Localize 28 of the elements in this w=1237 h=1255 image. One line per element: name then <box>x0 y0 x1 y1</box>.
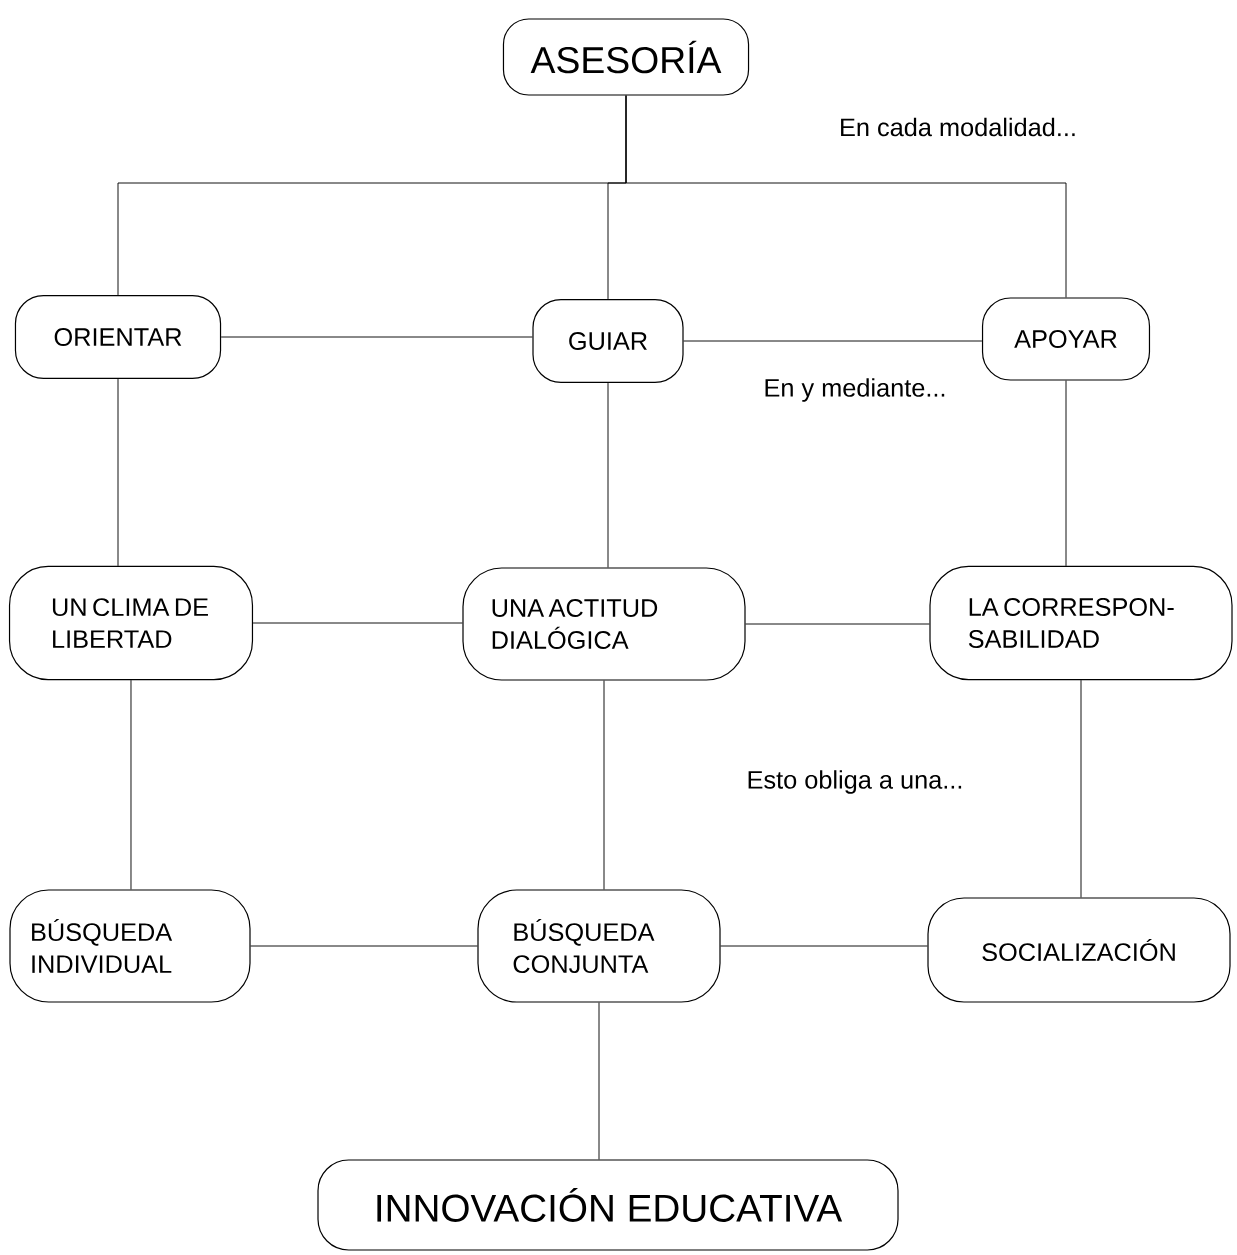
connector-line <box>603 680 605 890</box>
connector-line <box>683 340 983 342</box>
connector-line <box>598 1002 600 1160</box>
result-box: INNOVACIÓN EDUCATIVA <box>317 1159 899 1251</box>
concept-box: APOYAR <box>981 297 1151 381</box>
concept-box: UN CLIMA DE LIBERTAD <box>8 565 254 681</box>
concept-box: UNA ACTITUD DIALÓGICA <box>462 567 746 681</box>
connector-line <box>1065 380 1067 567</box>
note-text: En cada modalidad... <box>841 117 1075 137</box>
concept-box: GUIAR <box>532 298 684 384</box>
connector-line <box>607 382 609 568</box>
connector-line <box>250 945 478 947</box>
connector-line <box>130 679 132 890</box>
concept-box: SOCIALIZACIÓN <box>927 897 1231 1003</box>
connector-line <box>117 378 119 567</box>
concept-box: BÚSQUEDA CONJUNTA <box>477 889 721 1003</box>
connector-line <box>220 336 533 338</box>
note-text: En y mediante... <box>765 378 945 402</box>
connector-line <box>745 623 930 625</box>
note-text: Esto obliga a una... <box>748 770 962 794</box>
concept-box: LA CORRESPON- SABILIDAD <box>929 565 1233 681</box>
connector-line <box>625 95 1067 298</box>
connector-line <box>1080 679 1082 898</box>
concept-box: ORIENTAR <box>14 294 222 380</box>
connector-line <box>252 622 463 624</box>
title-box: ASESORÍA <box>502 18 750 96</box>
connector-line <box>720 945 928 947</box>
concept-box: BÚSQUEDA INDIVIDUAL <box>9 889 251 1003</box>
